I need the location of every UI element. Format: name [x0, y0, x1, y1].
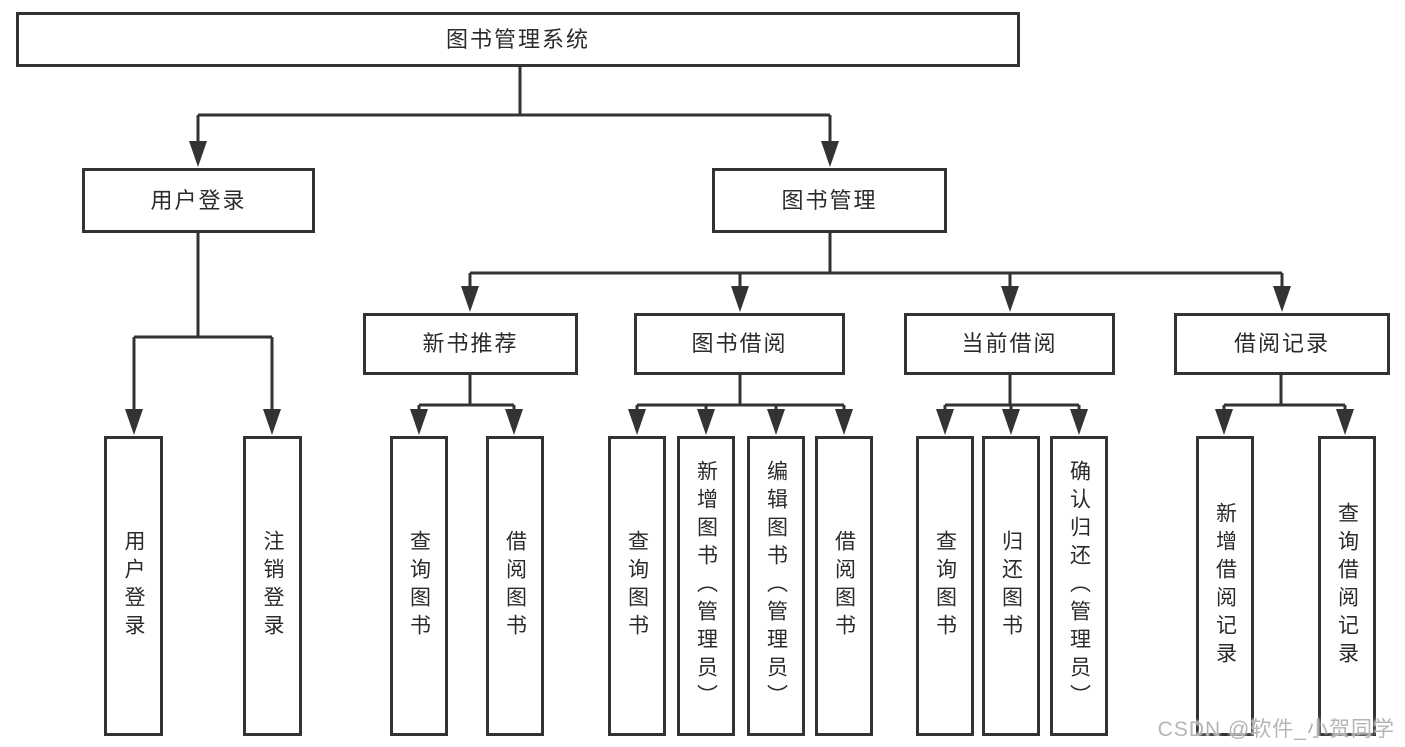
- node-leaf-add-books-admin: 新增图书（管理员）: [677, 436, 735, 736]
- node-leaf-user-login: 用户登录: [104, 436, 163, 736]
- csdn-watermark: CSDN @软件_小贺同学: [1157, 718, 1395, 741]
- node-leaf-confirm-return-admin: 确认归还（管理员）: [1050, 436, 1108, 736]
- node-leaf-borrow-books-2: 借阅图书: [815, 436, 873, 736]
- node-leaf-add-borrow-record: 新增借阅记录: [1196, 436, 1254, 736]
- node-book-borrow: 图书借阅: [634, 313, 845, 375]
- node-leaf-query-borrow-record: 查询借阅记录: [1318, 436, 1376, 736]
- node-leaf-edit-books-admin: 编辑图书（管理员）: [747, 436, 805, 736]
- node-current-borrow: 当前借阅: [904, 313, 1115, 375]
- node-borrow-records: 借阅记录: [1174, 313, 1390, 375]
- node-book-management: 图书管理: [712, 168, 947, 233]
- node-new-book-recommend: 新书推荐: [363, 313, 578, 375]
- node-leaf-logout: 注销登录: [243, 436, 302, 736]
- node-book-management-system: 图书管理系统: [16, 12, 1020, 67]
- node-leaf-query-books-2: 查询图书: [608, 436, 666, 736]
- node-leaf-query-books-1: 查询图书: [390, 436, 448, 736]
- node-leaf-borrow-books-1: 借阅图书: [486, 436, 544, 736]
- node-leaf-query-books-3: 查询图书: [916, 436, 974, 736]
- node-leaf-return-books: 归还图书: [982, 436, 1040, 736]
- node-user-login: 用户登录: [82, 168, 315, 233]
